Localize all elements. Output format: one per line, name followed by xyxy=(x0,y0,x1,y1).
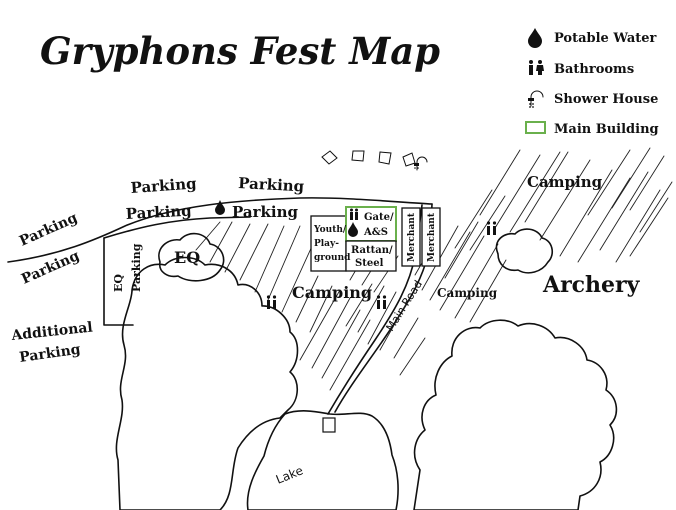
gate-label: Gate/ xyxy=(364,212,394,223)
parking-label: Parking xyxy=(232,203,298,221)
shower-icon xyxy=(528,90,544,108)
eq-grove xyxy=(158,232,225,282)
youth-label: ground xyxy=(314,253,351,263)
main-road-label: Main Road xyxy=(384,278,425,334)
merchant-label: Merchant xyxy=(427,212,437,262)
bathroom-icon xyxy=(266,295,277,309)
lake: Lake xyxy=(246,410,399,510)
small-structures xyxy=(321,150,416,167)
archery-grove xyxy=(495,228,554,274)
shower-house-icon xyxy=(414,156,428,171)
rattan-steel-building xyxy=(345,240,397,272)
wooded-areas xyxy=(115,228,618,510)
left-woods xyxy=(115,256,299,510)
legend-shower-house: Shower House xyxy=(554,92,658,107)
main-building-icon xyxy=(525,121,546,134)
parking-label: Parking xyxy=(125,202,192,223)
bathroom-icon xyxy=(350,208,358,220)
map-labels: Parking Parking Parking Parking Parking … xyxy=(10,173,641,366)
water-drop-icon xyxy=(528,28,542,48)
merchant-building-2 xyxy=(421,207,441,267)
additional-parking-label: Parking xyxy=(18,342,81,366)
merchant-building-1 xyxy=(401,207,421,267)
legend-potable-water: Potable Water xyxy=(554,31,657,46)
parking-label: Parking xyxy=(17,210,80,250)
parking-label: Parking xyxy=(130,243,143,292)
camping-label: Camping xyxy=(527,173,603,191)
archery-label: Archery xyxy=(542,272,641,298)
rattan-label: Steel xyxy=(355,258,384,269)
youth-label: Youth/ xyxy=(313,225,347,235)
camping-label: Camping xyxy=(437,286,498,300)
buildings xyxy=(310,206,441,272)
lake-label: Lake xyxy=(274,463,305,486)
map-title: Gryphons Fest Map xyxy=(40,29,440,73)
legend-main-building: Main Building xyxy=(554,122,659,137)
bathroom-icon xyxy=(529,60,544,75)
merchant-label: Merchant xyxy=(407,212,417,262)
legend-bathrooms: Bathrooms xyxy=(554,62,634,77)
youth-label: Play- xyxy=(314,239,339,249)
parking-label: Parking xyxy=(238,174,305,195)
bathroom-icon xyxy=(486,221,497,235)
legend: Potable Water Bathrooms Shower House Mai… xyxy=(525,28,659,137)
right-woods xyxy=(413,319,618,510)
map-icons xyxy=(215,200,497,309)
rattan-label: Rattan/ xyxy=(351,245,393,256)
water-drop-icon xyxy=(348,222,358,237)
camping-label: Camping xyxy=(292,283,372,302)
gate-label: A&S xyxy=(363,227,388,238)
bathroom-icon xyxy=(376,295,387,309)
camping-hatching xyxy=(195,147,673,391)
dock xyxy=(322,417,336,433)
additional-parking-label: Additional xyxy=(10,320,94,345)
water-drop-icon xyxy=(215,200,225,215)
parking-label: Parking xyxy=(130,174,198,197)
eq-label: EQ xyxy=(112,274,125,292)
eq-area-label: EQ xyxy=(174,248,200,267)
